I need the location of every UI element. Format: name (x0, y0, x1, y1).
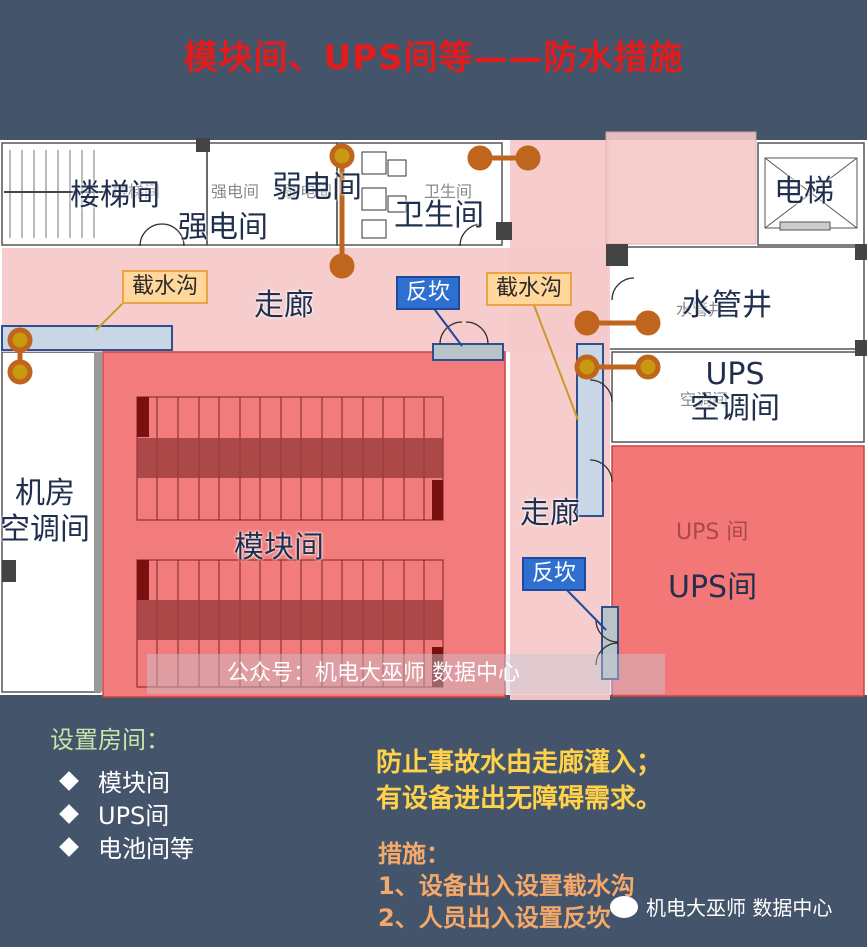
wechat-credit: 机电大巫师 数据中心 (610, 892, 832, 921)
columns (2, 138, 867, 692)
toilet-label: 卫生间 (394, 198, 484, 233)
diamond-bullet-icon (59, 770, 79, 791)
diamond-bullet-icon (59, 803, 79, 824)
diamond-bullet-icon (59, 836, 79, 857)
step-line-2: 2、人员出入设置反坎 (378, 904, 611, 932)
reason-line-1: 防止事故水由走廊灌入； (376, 748, 663, 778)
steps-heading: 措施： (378, 840, 450, 868)
ups-room (611, 445, 865, 697)
stair-label: 楼梯间 (70, 178, 160, 213)
weak-elec-label: 弱电间 (272, 170, 362, 205)
rack-aisle-strips (137, 438, 443, 640)
corridor-top-label: 走廊 (254, 288, 314, 323)
ups-room-label: UPS间 (668, 570, 758, 605)
elevator-box (764, 157, 858, 231)
slide-title: 模块间、UPS间等——防水措施 (183, 38, 684, 78)
strong-small-label: 强电间 (211, 182, 260, 201)
pipes (7, 143, 661, 385)
watermark: 公众号：机电大巫师 数据中心 (147, 654, 665, 694)
machine-ac-label: 机房 空调间 (0, 476, 90, 547)
ramp-tag-bottom: 反坎 (522, 557, 587, 591)
stair-steps (4, 150, 110, 238)
reason-line-2: 有设备进出无障碍需求。 (376, 784, 663, 814)
list-item: 电池间等 (58, 830, 194, 863)
list-item: 模块间 (58, 764, 194, 797)
corridor-right-label: 走廊 (520, 496, 580, 531)
toilet-fixtures (361, 151, 407, 239)
shaft-small-label: 水管井 (676, 300, 725, 319)
toilet-small-label: 卫生间 (424, 182, 473, 201)
module-room-label: 模块间 (234, 530, 324, 565)
wechat-icon (610, 895, 638, 918)
weak-small-label: 弱电间 (284, 182, 333, 201)
setup-heading: 设置房间： (50, 726, 170, 754)
strong-elec-label: 强电间 (178, 210, 268, 245)
setup-list: 模块间 UPS间 电池间等 (58, 764, 194, 863)
trench-tag-right: 截水沟 (486, 272, 573, 306)
door-swings (139, 223, 635, 666)
ups-ac-label: UPS 空调间 (690, 357, 780, 426)
elevator-label: 电梯 (774, 174, 834, 209)
ramp-leader-lines (431, 305, 607, 631)
trench-tag-left: 截水沟 (122, 270, 209, 304)
list-item: UPS间 (58, 797, 194, 830)
step-line-1: 1、设备出入设置截水沟 (378, 872, 635, 900)
ramps (432, 343, 619, 680)
corridor-upper-right (605, 131, 757, 245)
ramp-tag-top: 反坎 (396, 276, 461, 310)
rack-end-blocks (137, 397, 443, 687)
upsac-small-label: 空调间 (680, 390, 729, 409)
stair-small-label: 楼梯间 (112, 182, 161, 201)
water-shaft-label: 水管井 (682, 288, 772, 323)
ups-small-label: UPS 间 (676, 520, 749, 545)
